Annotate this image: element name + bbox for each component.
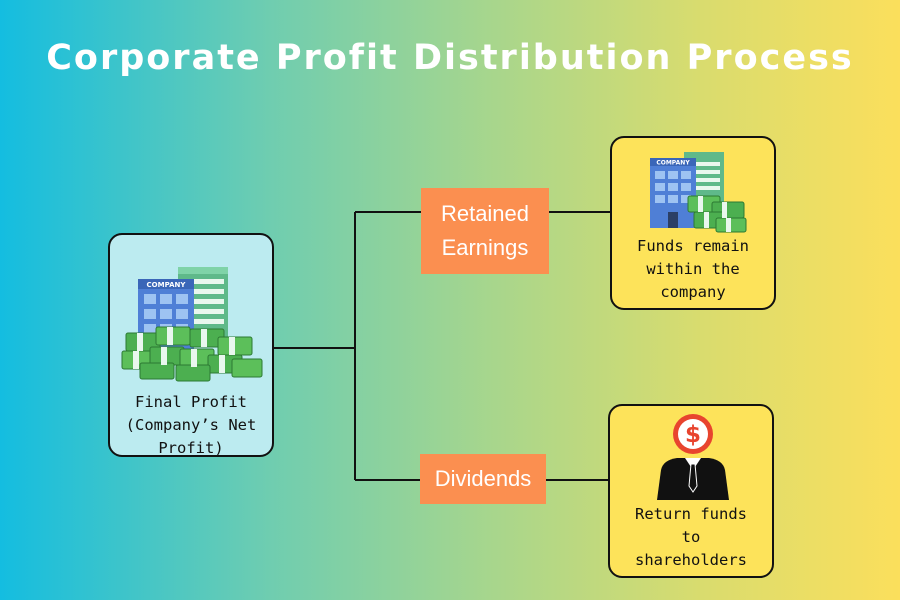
return-funds-box: $ Return funds to shareholders [608,404,774,578]
diagram-title: Corporate Profit Distribution Process [46,38,854,78]
building-sign: COMPANY [656,160,690,167]
company-building-with-cash-icon: COMPANY [121,267,263,382]
company-building-with-cash-icon: COMPANY [650,152,747,233]
final-profit-label: Final Profit (Company’s Net Profit) [125,393,257,457]
svg-text:$: $ [685,422,701,448]
building-sign: COMPANY [147,281,187,289]
return-funds-label: Return funds to shareholders [635,505,747,569]
dividends-tag: Dividends [420,454,546,504]
funds-remain-label: Funds remain within the company [637,237,749,301]
retained-earnings-tag: Retained Earnings [421,188,549,274]
dollar-head-businessman-icon: $ [657,414,729,500]
funds-remain-box: COMPANY Funds remain within the company [610,136,776,310]
final-profit-box: COMPANY Final Profit (Company’s Ne [108,233,274,457]
